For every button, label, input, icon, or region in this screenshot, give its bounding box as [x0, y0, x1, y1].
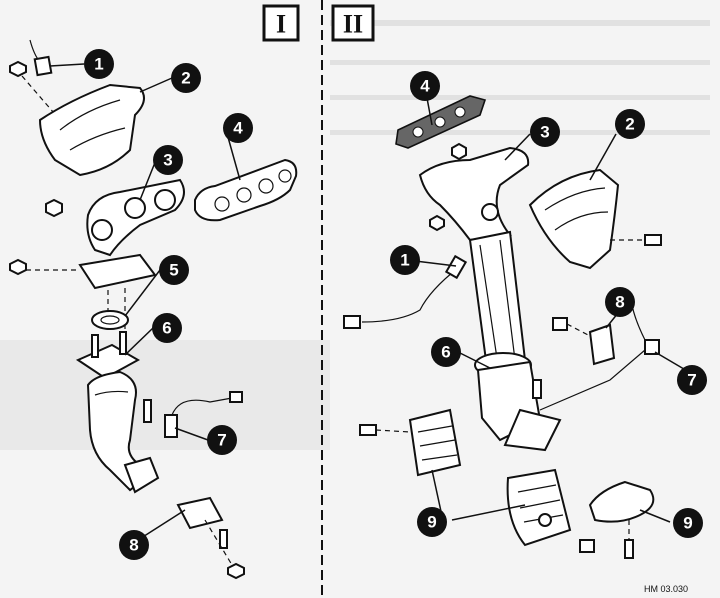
- svg-text:2: 2: [181, 69, 190, 88]
- svg-text:5: 5: [169, 261, 178, 280]
- catalytic-converter: [86, 370, 152, 492]
- bolt-4: [219, 529, 228, 549]
- callout-II-6: 6: [431, 337, 461, 367]
- catalyst-outlet-flange: [503, 408, 562, 452]
- manifold-port-2: [154, 189, 176, 211]
- svg-text:7: 7: [687, 371, 696, 390]
- svg-text:6: 6: [441, 343, 450, 362]
- bolt-3: [143, 399, 152, 423]
- svg-text:6: 6: [162, 319, 171, 338]
- bolt-5: [227, 562, 245, 580]
- svg-text:4: 4: [420, 77, 430, 96]
- manifold-port-1: [124, 197, 146, 219]
- bolt-11: [624, 539, 634, 559]
- callout-I-5: 5: [159, 255, 189, 285]
- sensor-4-wire: [631, 304, 646, 341]
- callout-II-4: 4: [410, 71, 440, 101]
- sensor-4-body: [644, 339, 660, 355]
- svg-text:9: 9: [427, 513, 436, 532]
- panel-II-parts: [343, 95, 662, 559]
- svg-text:2: 2: [625, 115, 634, 134]
- manifold-gasket: [194, 158, 298, 222]
- callout-II-9b: 9: [427, 513, 436, 532]
- callout-I-4: 4: [223, 113, 253, 143]
- panel-label-I: I: [262, 4, 300, 42]
- svg-text:3: 3: [540, 123, 549, 142]
- sensor-2-wire: [171, 397, 233, 416]
- nut-1: [45, 198, 63, 218]
- heat-shield: [38, 83, 145, 177]
- stud-1: [91, 334, 99, 358]
- svg-text:9: 9: [683, 514, 692, 533]
- sensor-3-body: [444, 254, 468, 280]
- lower-shield-1: [408, 408, 462, 477]
- manifold-flange: [78, 253, 157, 290]
- callout-I-3: 3: [153, 145, 183, 175]
- callout-I-2: 2: [171, 63, 201, 93]
- callout-I-1: 1: [84, 49, 114, 79]
- svg-text:7: 7: [217, 431, 226, 450]
- lower-shield-3: [588, 480, 655, 523]
- svg-text:I: I: [276, 10, 286, 39]
- heat-shield-ribs: [59, 99, 126, 151]
- bolt-2: [9, 258, 27, 276]
- stud-2: [119, 331, 127, 355]
- bolt-6: [429, 214, 445, 232]
- sensor-2-body: [164, 414, 178, 438]
- svg-text:1: 1: [400, 251, 409, 270]
- callout-II-7: 7: [677, 365, 707, 395]
- figure-code: HM 03.030: [644, 584, 688, 594]
- sensor-2-plug: [229, 391, 243, 403]
- svg-text:1: 1: [94, 55, 103, 74]
- svg-text:3: 3: [163, 151, 172, 170]
- bolt-9: [359, 424, 377, 436]
- callout-I-7: 7: [207, 425, 237, 455]
- bolt-1: [9, 60, 27, 78]
- callout-II-1: 1: [390, 245, 420, 275]
- nut-2: [451, 142, 467, 161]
- callout-II-9a: 9: [417, 507, 447, 537]
- sensor-3-wire: [361, 267, 459, 323]
- outlet-flange: [123, 456, 160, 494]
- bolt-7: [644, 234, 662, 246]
- bracket: [176, 496, 224, 530]
- panel-I-parts: [9, 39, 298, 580]
- svg-text:4: 4: [233, 119, 243, 138]
- sensor-1-body: [33, 55, 53, 77]
- callout-II-2: 2: [615, 109, 645, 139]
- svg-text:II: II: [343, 10, 363, 39]
- callout-II-9c: 9: [673, 508, 703, 538]
- bolt-10: [579, 539, 595, 553]
- callout-I-6: 6: [152, 313, 182, 343]
- panel-label-II: II: [331, 4, 375, 42]
- callout-II-3: 3: [530, 117, 560, 147]
- sensor-3-plug: [343, 315, 361, 329]
- callout-II-8: 8: [605, 287, 635, 317]
- lower-shield-2: [506, 468, 572, 547]
- callout-I-8: 8: [119, 530, 149, 560]
- svg-text:8: 8: [615, 293, 624, 312]
- downpipe: [468, 230, 527, 370]
- bolt-8: [552, 317, 568, 331]
- flange-gasket: [91, 310, 129, 330]
- bracket-2: [588, 323, 616, 366]
- svg-text:8: 8: [129, 536, 138, 555]
- flange-axis: [107, 288, 126, 330]
- manifold-port-3: [91, 219, 113, 241]
